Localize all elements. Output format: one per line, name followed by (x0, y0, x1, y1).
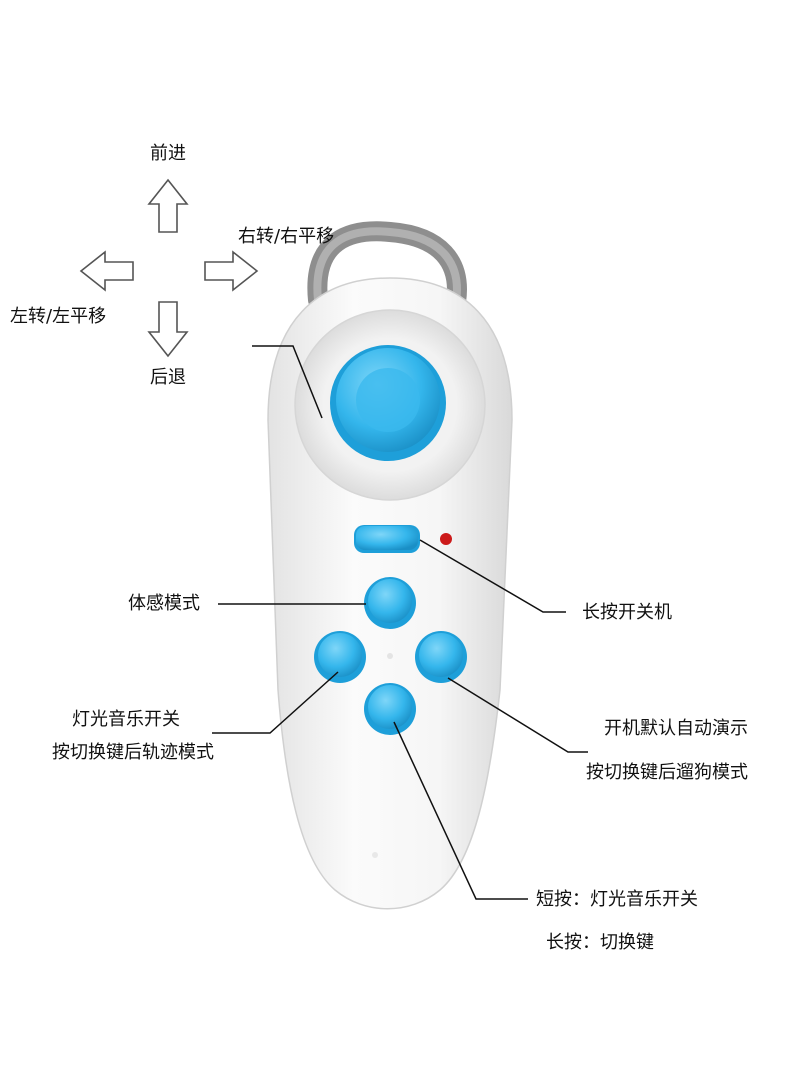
left-button-label-line2: 按切换键后轨迹模式 (52, 742, 214, 763)
left-button-leader-line (212, 671, 339, 734)
motion-mode-label: 体感模式 (128, 593, 200, 614)
bottom-button-leader-line (393, 721, 528, 900)
left-turn-label: 左转/左平移 (10, 306, 107, 327)
power-leader-line (419, 539, 566, 613)
right-button-label-line2: 按切换键后遛狗模式 (586, 762, 748, 783)
bottom-button[interactable] (364, 683, 416, 735)
top-button[interactable] (364, 577, 416, 629)
arrow-up-icon (147, 178, 189, 233)
joystick-leader-line (252, 345, 323, 419)
strap-loop (307, 221, 467, 312)
back-label: 后退 (150, 367, 186, 388)
status-led (440, 533, 452, 545)
right-button-leader-line (447, 677, 588, 753)
bottom-button-label-line1: 短按：灯光音乐开关 (536, 889, 698, 910)
arrow-down-icon (147, 301, 189, 358)
right-turn-label: 右转/右平移 (238, 226, 335, 247)
power-button[interactable] (354, 525, 420, 553)
power-label: 长按开关机 (582, 602, 672, 623)
joystick[interactable] (330, 345, 446, 461)
right-button-label-line1: 开机默认自动演示 (604, 718, 748, 739)
right-button[interactable] (415, 631, 467, 683)
left-button-label-line1: 灯光音乐开关 (72, 709, 180, 730)
left-button[interactable] (314, 631, 366, 683)
arrow-left-icon (79, 250, 134, 292)
arrow-right-icon (204, 250, 259, 292)
bottom-button-label-line2: 长按：切换键 (546, 932, 654, 953)
forward-label: 前进 (150, 143, 186, 164)
